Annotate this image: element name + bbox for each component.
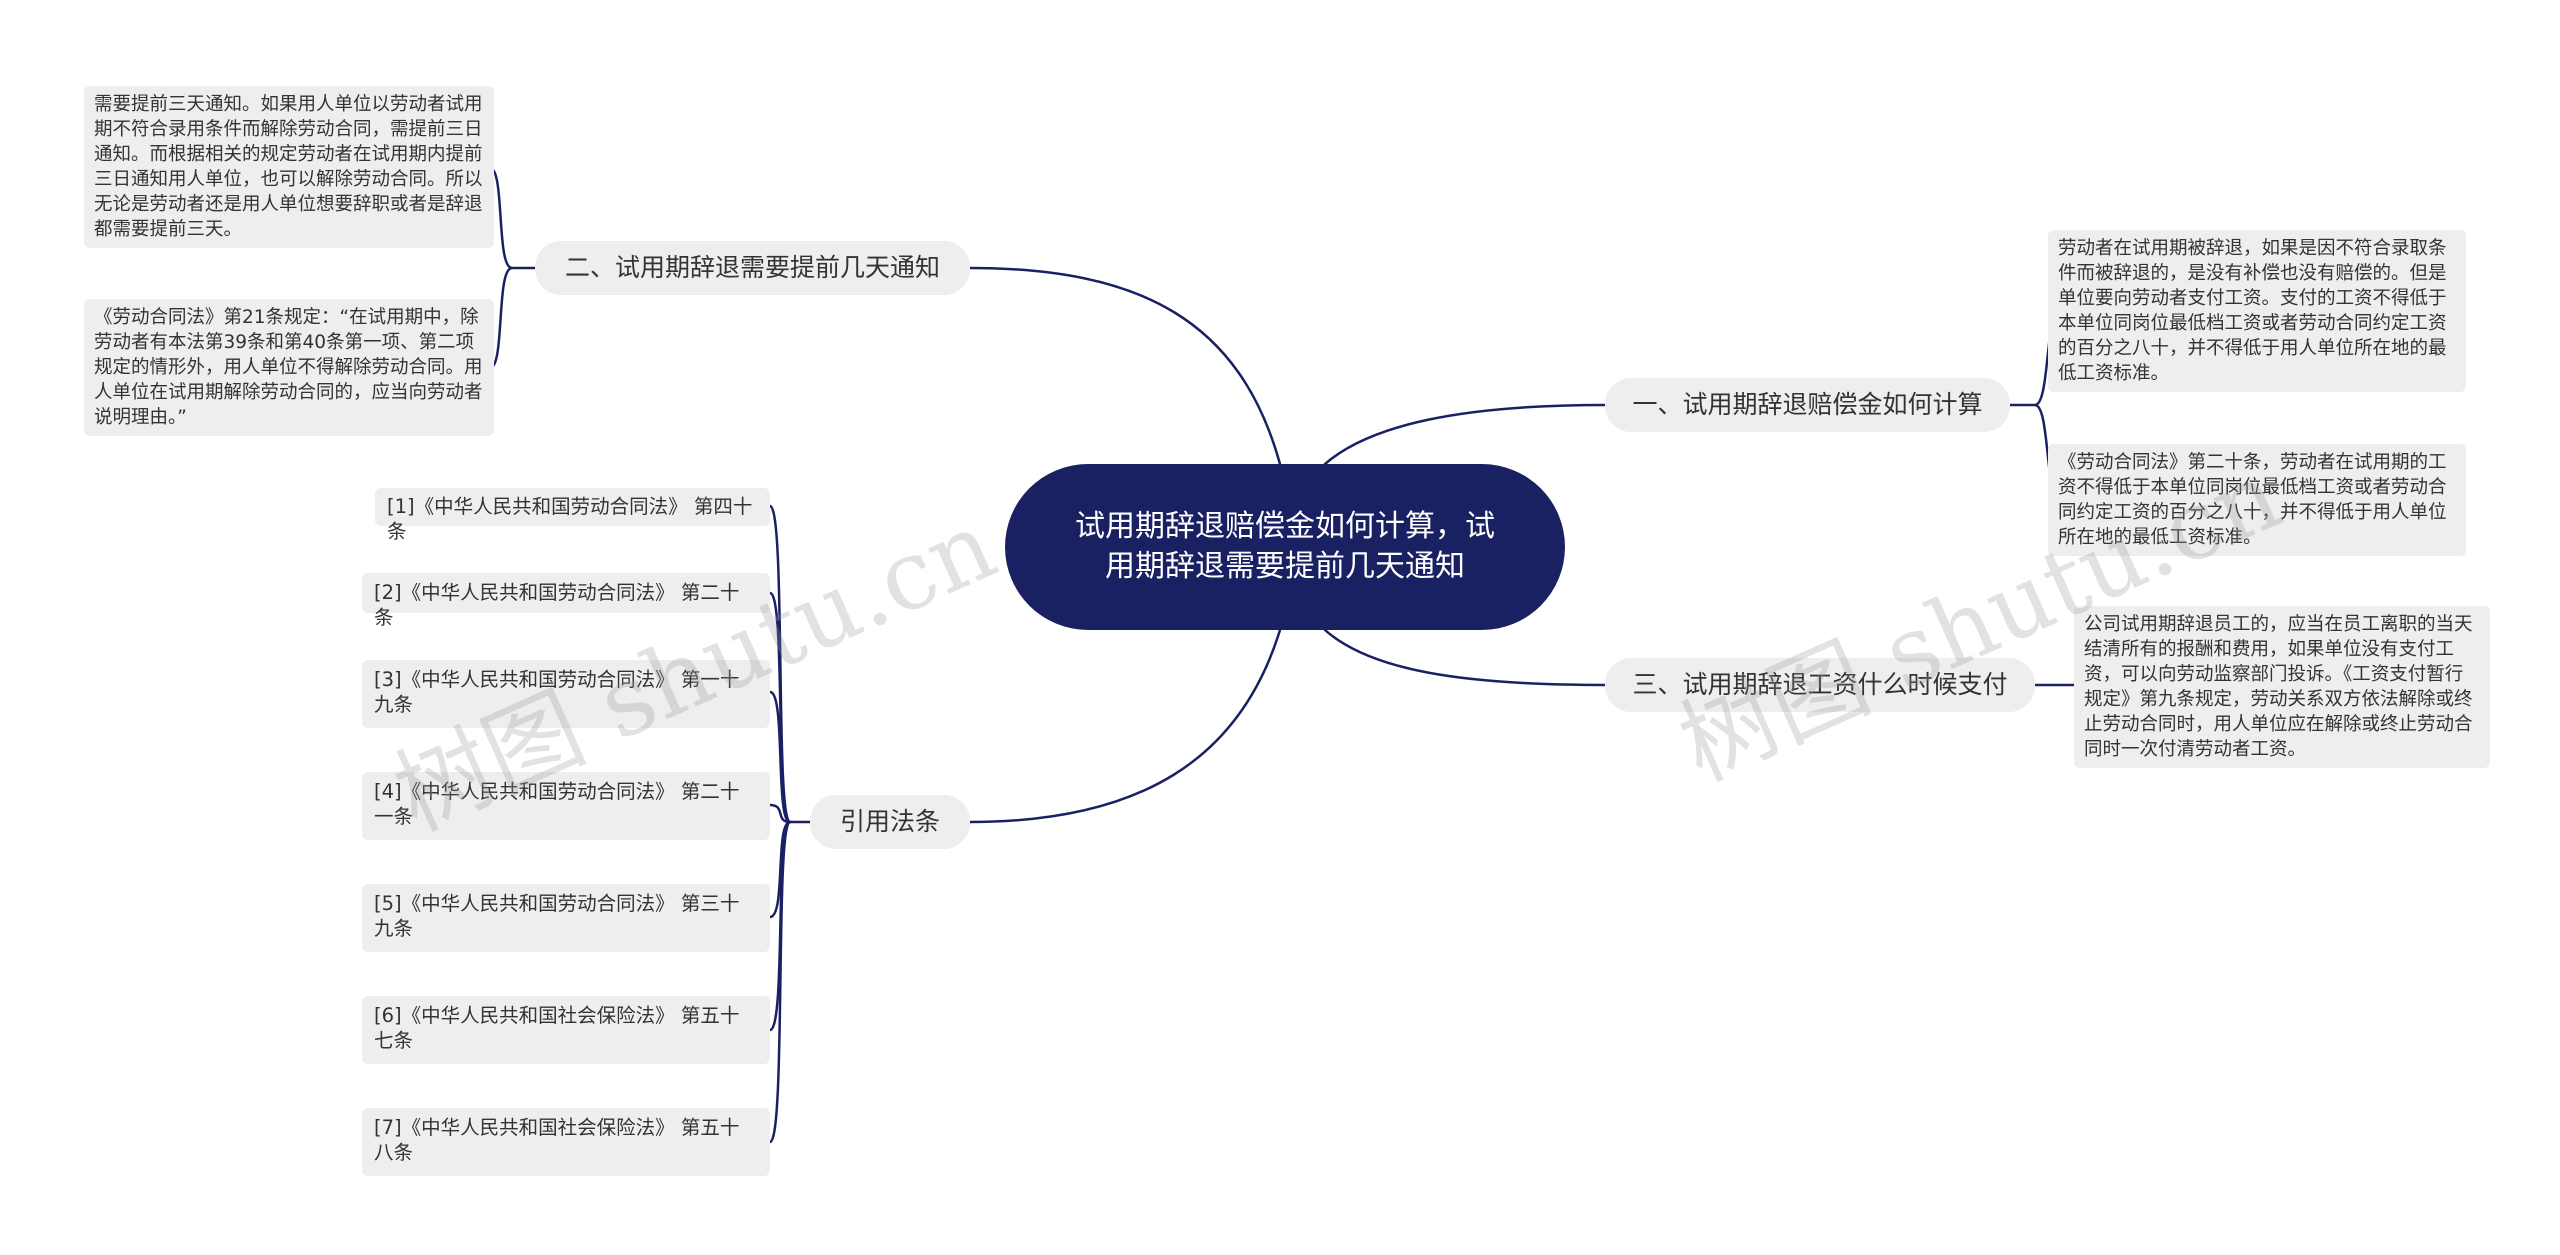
leaf-b1-2[interactable]: 《劳动合同法》第二十条，劳动者在试用期的工资不得低于本单位同岗位最低档工资或者劳… [2048, 444, 2466, 556]
link-b4-c7 [768, 820, 792, 1144]
link-root-b1 [1323, 403, 1607, 466]
leaf-b2-1[interactable]: 需要提前三天通知。如果用人单位以劳动者试用期不符合录用条件而解除劳动合同，需提前… [84, 86, 494, 248]
leaf-text: 《劳动合同法》第21条规定：“在试用期中，除劳动者有本法第39条和第40条第一项… [94, 307, 483, 428]
leaf-b1-1[interactable]: 劳动者在试用期被辞退，如果是因不符合录取条件而被辞退的，是没有补偿也没有赔偿的。… [2048, 230, 2466, 392]
cite-2[interactable]: [2]《中华人民共和国劳动合同法》 第二十条 [362, 573, 770, 629]
cite-text: [6]《中华人民共和国社会保险法》 第五十七条 [374, 1004, 740, 1052]
leaf-text: 《劳动合同法》第二十条，劳动者在试用期的工资不得低于本单位同岗位最低档工资或者劳… [2058, 452, 2447, 548]
branch-wage-payment-time[interactable]: 三、试用期辞退工资什么时候支付 [1605, 658, 2035, 712]
link-root-b2 [968, 266, 1282, 466]
cite-5[interactable]: [5]《中华人民共和国劳动合同法》 第三十九条 [362, 884, 770, 952]
branch-notice-days[interactable]: 二、试用期辞退需要提前几天通知 [535, 241, 970, 295]
leaf-text: 需要提前三天通知。如果用人单位以劳动者试用期不符合录用条件而解除劳动合同，需提前… [94, 94, 483, 240]
cite-text: [3]《中华人民共和国劳动合同法》 第一十九条 [374, 668, 740, 716]
branch-label: 二、试用期辞退需要提前几天通知 [564, 253, 940, 282]
root-topic-label: 试用期辞退赔偿金如何计算，试用期辞退需要提前几天通知 [1075, 509, 1495, 584]
cite-text: [2]《中华人民共和国劳动合同法》 第二十条 [374, 581, 740, 629]
cite-text: [4]《中华人民共和国劳动合同法》 第二十一条 [374, 780, 740, 828]
link-b2-l2 [488, 266, 514, 370]
cite-text: [7]《中华人民共和国社会保险法》 第五十八条 [374, 1116, 740, 1164]
link-b2-l1 [488, 166, 537, 270]
leaf-b2-2[interactable]: 《劳动合同法》第21条规定：“在试用期中，除劳动者有本法第39条和第40条第一项… [84, 299, 494, 436]
link-b4-c3 [768, 690, 792, 824]
cite-3[interactable]: [3]《中华人民共和国劳动合同法》 第一十九条 [362, 660, 770, 728]
branch-compensation-calculation[interactable]: 一、试用期辞退赔偿金如何计算 [1605, 378, 2010, 432]
link-root-b4 [968, 628, 1282, 824]
leaf-text: 公司试用期辞退员工的，应当在员工离职的当天结清所有的报酬和费用，如果单位没有支付… [2084, 614, 2473, 760]
link-root-b3 [1323, 628, 1607, 687]
leaf-b3-1[interactable]: 公司试用期辞退员工的，应当在员工离职的当天结清所有的报酬和费用，如果单位没有支付… [2074, 606, 2490, 768]
cite-7[interactable]: [7]《中华人民共和国社会保险法》 第五十八条 [362, 1108, 770, 1176]
branch-label: 一、试用期辞退赔偿金如何计算 [1632, 390, 1983, 419]
leaf-text: 劳动者在试用期被辞退，如果是因不符合录取条件而被辞退的，是没有补偿也没有赔偿的。… [2058, 238, 2447, 384]
cite-1[interactable]: [1]《中华人民共和国劳动合同法》 第四十条 [375, 488, 770, 543]
cite-4[interactable]: [4]《中华人民共和国劳动合同法》 第二十一条 [362, 772, 770, 840]
cite-text: [1]《中华人民共和国劳动合同法》 第四十条 [387, 495, 753, 543]
branch-label: 引用法条 [839, 807, 940, 836]
cite-6[interactable]: [6]《中华人民共和国社会保险法》 第五十七条 [362, 996, 770, 1064]
cite-text: [5]《中华人民共和国劳动合同法》 第三十九条 [374, 892, 740, 940]
root-topic[interactable]: 试用期辞退赔偿金如何计算，试用期辞退需要提前几天通知 [1005, 464, 1565, 630]
link-b4-c4 [768, 803, 792, 824]
branch-cited-laws[interactable]: 引用法条 [810, 795, 970, 849]
branch-label: 三、试用期辞退工资什么时候支付 [1632, 670, 2008, 699]
